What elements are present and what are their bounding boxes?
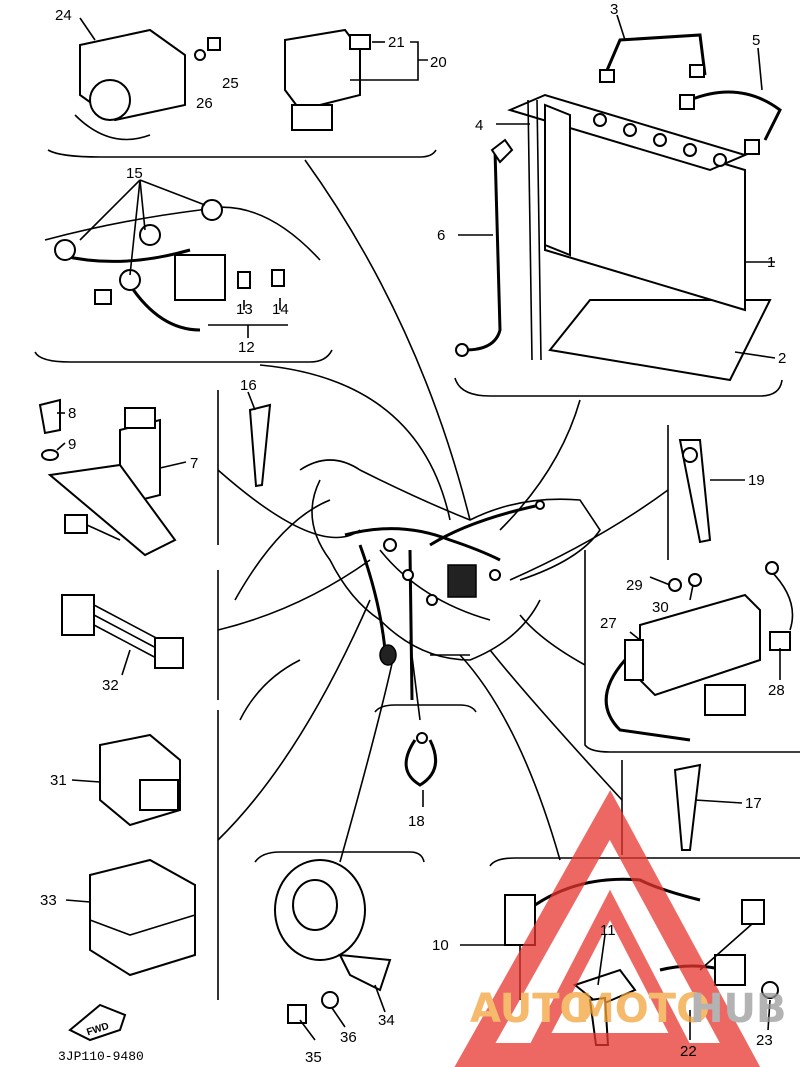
part-label-23: 23: [756, 1032, 773, 1049]
part-label-25: 25: [222, 75, 239, 92]
part-label-12: 12: [238, 339, 255, 356]
relay-31: [99, 733, 181, 827]
part-label-36: 36: [340, 1029, 357, 1046]
part-label-14: 14: [272, 301, 289, 318]
part-label-15: 15: [126, 165, 143, 182]
part-label-13: 13: [236, 301, 253, 318]
part-label-5: 5: [752, 32, 760, 49]
main-switch-7: [38, 398, 177, 557]
part-label-33: 33: [40, 892, 57, 909]
part-label-11: 11: [600, 922, 616, 939]
rectifier-33: [89, 858, 196, 977]
callout-leaders: [56, 14, 781, 1041]
part-label-30: 30: [652, 599, 669, 616]
drawing-code: 3JP110-9480: [58, 1049, 144, 1064]
part-label-35: 35: [305, 1049, 322, 1066]
part-label-17: 17: [745, 795, 762, 812]
part-label-7: 7: [190, 455, 198, 472]
part-label-16: 16: [240, 377, 257, 394]
part-label-26: 26: [196, 95, 213, 112]
part-label-9: 9: [68, 436, 76, 453]
part-label-19: 19: [748, 472, 765, 489]
ignition-coil-24: [74, 28, 221, 141]
watermark-triangle: [454, 790, 761, 1067]
part-label-29: 29: [626, 577, 643, 594]
battery-assembly: [455, 33, 782, 382]
horn-34: [274, 859, 392, 1024]
part-label-3: 3: [610, 1, 618, 18]
part-label-24: 24: [55, 7, 72, 24]
part-label-4: 4: [475, 117, 483, 134]
fuse-box-12: [44, 199, 321, 332]
part-label-22: 22: [680, 1043, 697, 1060]
main-wire-harness: [234, 459, 601, 721]
section-frames: [34, 149, 800, 1000]
part-label-2: 2: [778, 350, 786, 367]
part-label-6: 6: [437, 227, 445, 244]
relay-20: [284, 28, 371, 131]
connector-32: [61, 594, 184, 669]
part-label-32: 32: [102, 677, 119, 694]
part-label-27: 27: [600, 615, 617, 632]
part-label-8: 8: [68, 405, 76, 422]
watermark-text-hub: HUB: [690, 986, 786, 1032]
cable-ties-16-17-19: [248, 403, 712, 851]
part-label-10: 10: [432, 937, 449, 954]
part-label-28: 28: [768, 682, 785, 699]
watermark-text-auto: AUTO: [470, 986, 594, 1032]
clamp-18: [404, 732, 438, 787]
igniter-unit-27: [604, 561, 794, 742]
part-labels: 1 2 3 4 5 6 7 8 9 10 11 12 13 14 15 16 1…: [40, 1, 786, 1066]
part-label-20: 20: [430, 54, 447, 71]
part-label-21: 21: [388, 34, 405, 51]
watermark-inner-triangle: [528, 889, 692, 1047]
fwd-arrow: [68, 1003, 127, 1042]
part-label-31: 31: [50, 772, 67, 789]
watermark-text-moto: MOTO: [575, 986, 710, 1032]
part-label-18: 18: [408, 813, 425, 830]
watermark-logo: AUTO MOTO HUB: [454, 790, 786, 1067]
part-label-1: 1: [767, 254, 775, 271]
part-label-34: 34: [378, 1012, 395, 1029]
